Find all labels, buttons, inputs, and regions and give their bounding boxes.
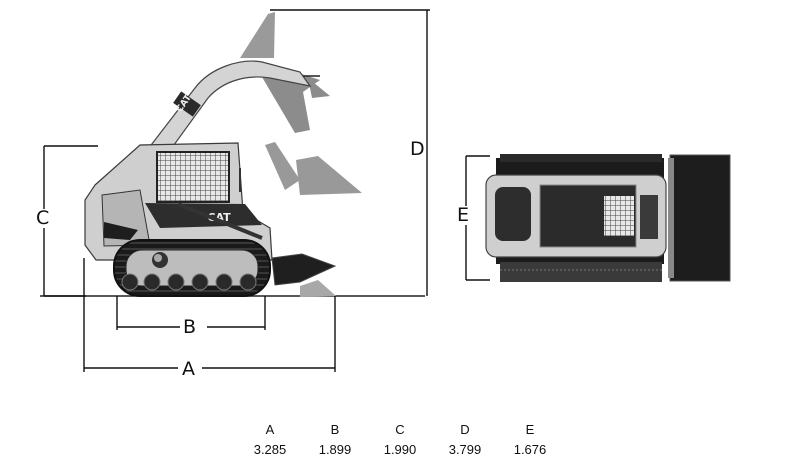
- spec-column-e: E 1.676: [500, 420, 560, 460]
- dimension-label-d: D: [410, 138, 425, 160]
- spec-value: 1.990: [383, 442, 417, 457]
- dimension-a-lines: [83, 258, 336, 372]
- spec-column-b: B 1.899: [305, 420, 365, 460]
- dimension-d-lines: [270, 9, 430, 296]
- dimension-label-b: B: [183, 316, 197, 338]
- dimension-label-a: A: [182, 358, 195, 380]
- spec-value: 1.899: [318, 442, 352, 457]
- spec-value: 3.285: [253, 442, 287, 457]
- spec-header: B: [330, 422, 340, 437]
- dimension-b-lines: [116, 296, 266, 330]
- dimension-label-c: C: [35, 207, 51, 229]
- spec-header: C: [395, 422, 405, 437]
- body-logo: CAT: [207, 211, 231, 224]
- machine-body: CAT: [84, 142, 273, 261]
- dimension-spec-table: A 3.285 B 1.899 C 1.990 D 3.799 E 1.676: [230, 420, 570, 466]
- ghost-bucket-mid: [265, 142, 362, 195]
- spec-header: D: [460, 422, 470, 437]
- spec-header: E: [525, 422, 535, 437]
- spec-value: 1.676: [513, 442, 547, 457]
- dimension-label-e: E: [457, 204, 470, 226]
- undercarriage-track: [113, 239, 271, 297]
- spec-value: 3.799: [448, 442, 482, 457]
- ghost-bucket-top: [240, 12, 275, 58]
- spec-column-d: D 3.799: [435, 420, 495, 460]
- spec-header: A: [265, 422, 275, 437]
- spec-column-a: A 3.285: [240, 420, 300, 460]
- machine-dimension-diagram: CAT CAT: [40, 9, 731, 372]
- front-bucket: [271, 253, 337, 297]
- top-view-machine: [485, 154, 731, 282]
- spec-column-c: C 1.990: [370, 420, 430, 460]
